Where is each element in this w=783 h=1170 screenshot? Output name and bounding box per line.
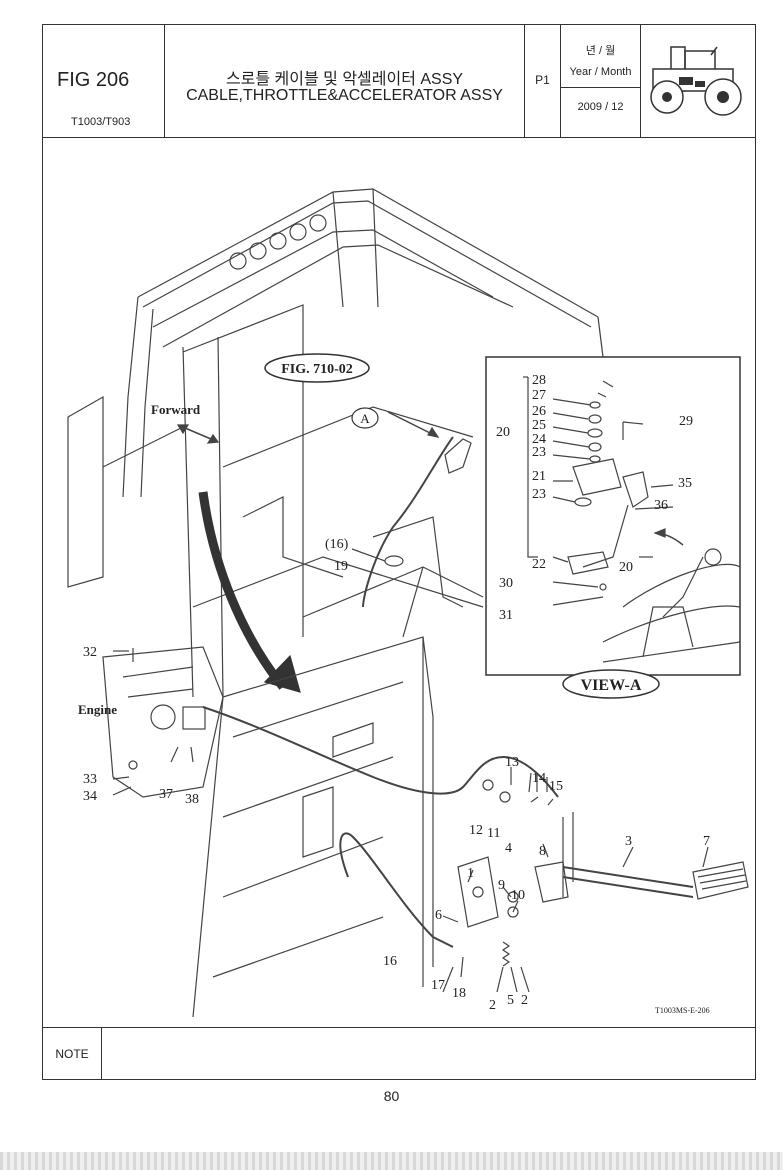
year-month-english: Year / Month [569, 66, 632, 78]
view-marker: A [351, 407, 379, 429]
view-a-callout: VIEW-A [562, 669, 660, 699]
callout-21: 21 [532, 469, 546, 484]
frame-top-rail [137, 188, 599, 318]
page-ref-cell: P1 [525, 25, 561, 137]
callout-11: 11 [487, 826, 500, 841]
view-label: VIEW-A [581, 677, 642, 694]
callout-16: 16 [383, 954, 397, 969]
callout-33: 33 [83, 772, 97, 787]
callout-17: 17 [431, 978, 445, 993]
callout-3: 3 [625, 834, 632, 849]
page-number: 80 [383, 1088, 400, 1104]
main-callouts: 1 2 2 3 4 5 6 7 8 9 10 11 12 13 14 15 16… [83, 537, 710, 1013]
callout-8: 8 [539, 844, 546, 859]
fig-ref-label: FIG. 710-02 [281, 362, 353, 377]
tractor-icon [650, 46, 742, 116]
tractor-icon-cell [641, 25, 755, 137]
fig-ref-callout: FIG. 710-02 [264, 353, 370, 383]
year-month-value: 2009 / 12 [577, 101, 624, 113]
year-month-cell: 년 / 월 Year / Month 2009 / 12 [561, 25, 641, 137]
callout-35: 35 [678, 476, 692, 491]
fig-number: FIG 206 [57, 69, 130, 91]
callout-37: 37 [159, 787, 173, 802]
callout-32: 32 [83, 645, 97, 660]
callout-38: 38 [185, 792, 199, 807]
callout-9: 9 [498, 878, 505, 893]
scan-edge [0, 1152, 783, 1170]
callout-28: 28 [532, 373, 546, 388]
title-english: CABLE,THROTTLE&ACCELERATOR ASSY [186, 87, 503, 104]
year-month-korean: 년 / 월 [585, 45, 616, 57]
exploded-parts-drawing: FIG. 710-02 VIEW-A A Forward Engine T100… [43, 137, 755, 1027]
callout-7: 7 [703, 834, 710, 849]
callout-26: 26 [532, 404, 546, 419]
header: FIG 206 T1003/T903 스로틀 케이블 및 악셀레이터 ASSY … [43, 25, 755, 138]
callout-19: 19 [334, 559, 348, 574]
inset-callouts: 28 27 26 25 24 23 21 23 22 20 29 35 36 2… [496, 373, 693, 623]
callout-12: 12 [469, 823, 483, 838]
callout-36: 36 [654, 498, 668, 513]
page-ref: P1 [535, 73, 550, 87]
callout-15: 15 [549, 779, 563, 794]
callout-5: 5 [507, 993, 514, 1008]
callout-20a: 20 [496, 425, 510, 440]
callout-23b: 23 [532, 487, 546, 502]
engine-label: Engine [78, 702, 117, 717]
fig-cell: FIG 206 T1003/T903 [43, 25, 165, 137]
frame-left-post [122, 296, 139, 498]
callout-6: 6 [435, 908, 442, 923]
callout-24: 24 [532, 432, 546, 447]
model-codes: T1003/T903 [71, 116, 131, 128]
callout-14: 14 [532, 771, 546, 786]
divider [561, 87, 640, 88]
drawing-code: T1003MS-E-206 [655, 1006, 710, 1015]
callout-10: 10 [511, 888, 525, 903]
callout-23a: 23 [532, 445, 546, 460]
callout-2b: 2 [521, 993, 528, 1008]
callout-34: 34 [83, 789, 97, 804]
callout-16-ref: (16) [325, 537, 349, 552]
view-marker-label: A [360, 411, 370, 426]
callout-29: 29 [679, 414, 693, 429]
callout-18: 18 [452, 986, 466, 1001]
note-row: NOTE [43, 1027, 755, 1080]
callout-25: 25 [532, 418, 546, 433]
callout-13: 13 [505, 755, 519, 770]
callout-20b: 20 [619, 560, 633, 575]
view-a-inset [485, 356, 741, 676]
callout-22: 22 [532, 557, 546, 572]
parts-sheet: FIG 206 T1003/T903 스로틀 케이블 및 악셀레이터 ASSY … [42, 24, 756, 1080]
callout-30: 30 [499, 576, 513, 591]
callout-4: 4 [505, 841, 512, 856]
title-cell: 스로틀 케이블 및 악셀레이터 ASSY CABLE,THROTTLE&ACCE… [165, 25, 525, 137]
note-label: NOTE [43, 1028, 102, 1080]
callout-2a: 2 [489, 998, 496, 1013]
callout-31: 31 [499, 608, 513, 623]
forward-label: Forward [151, 402, 201, 417]
title-korean: 스로틀 케이블 및 악셀레이터 ASSY [225, 71, 464, 88]
callout-27: 27 [532, 388, 546, 403]
callout-1: 1 [467, 866, 474, 881]
